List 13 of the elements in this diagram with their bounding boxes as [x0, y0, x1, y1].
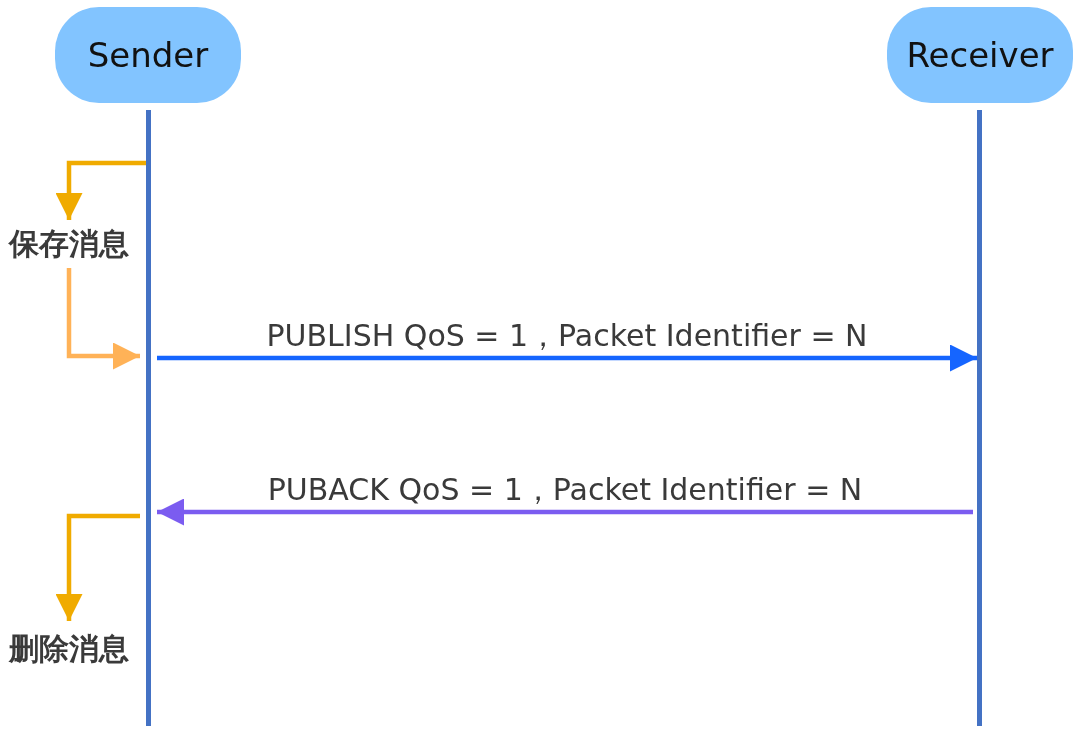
- step-label: 保存消息: [2, 224, 136, 264]
- arrow: [55, 160, 146, 220]
- step-label: 删除消息: [2, 629, 136, 669]
- participant-box: Receiver: [887, 7, 1073, 103]
- edge-label: PUBACK QoS = 1，Packet Identifier = N: [267, 472, 863, 508]
- edge-label: PUBLISH QoS = 1，Packet Identifier = N: [266, 318, 868, 354]
- arrow: [157, 344, 977, 372]
- arrow: [55, 513, 140, 621]
- participant-box: Sender: [55, 7, 241, 103]
- arrow: [66, 268, 140, 370]
- lifeline: [146, 110, 151, 726]
- arrow: [157, 498, 973, 526]
- lifeline: [977, 110, 982, 726]
